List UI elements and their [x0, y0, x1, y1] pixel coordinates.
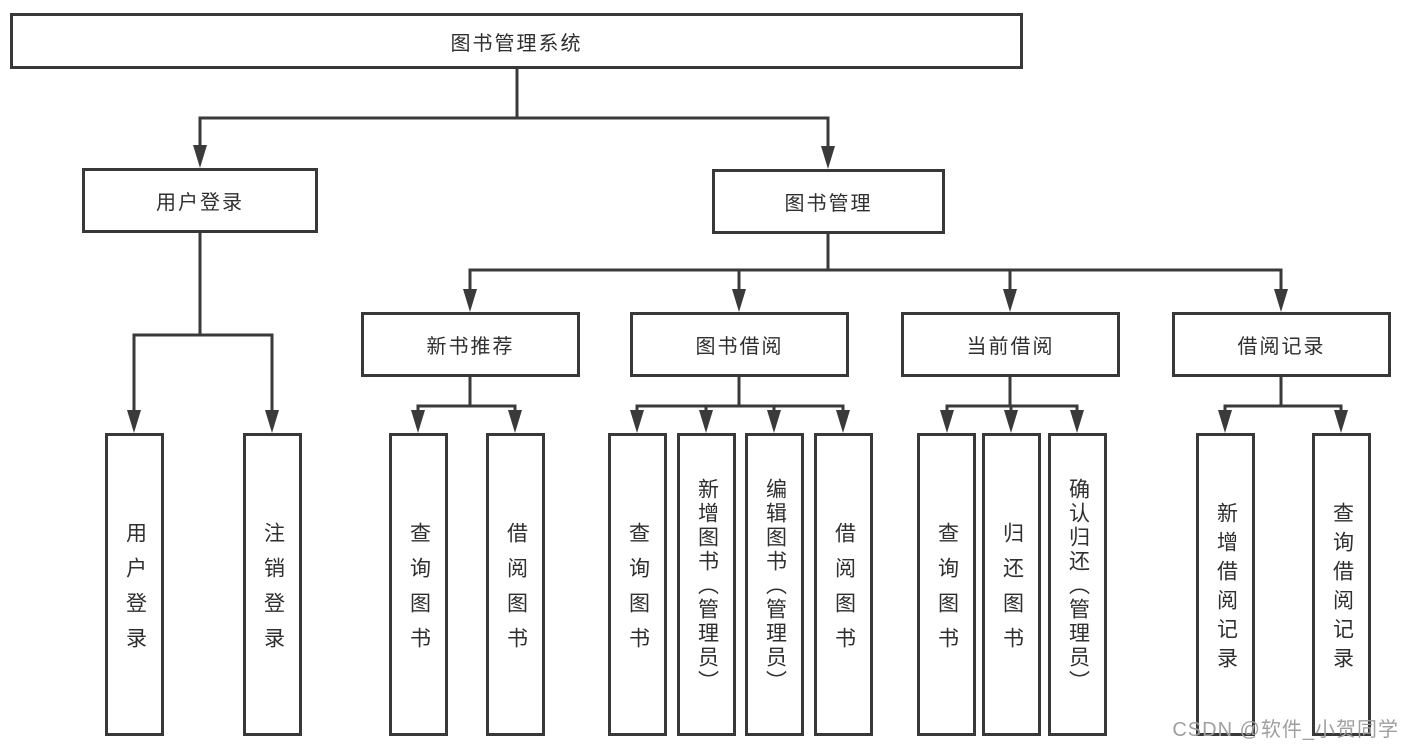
csdn-watermark: CSDN @软件_小贺同学 [1172, 719, 1399, 741]
leaf-current-confirm-return-admin: 确认归还（管理员） [1048, 433, 1107, 736]
leaf-label: 确认归还（管理员） [1066, 478, 1090, 694]
leaf-current-query-book: 查询图书 [917, 433, 976, 736]
leaf-recommend-borrow-book: 借阅图书 [486, 433, 545, 736]
leaf-label: 注销登录 [261, 521, 285, 662]
leaf-label: 查询图书 [407, 521, 431, 662]
leaf-borrowing-edit-book-admin: 编辑图书（管理员） [745, 433, 804, 736]
leaf-records-query-record: 查询借阅记录 [1312, 433, 1371, 736]
node-label: 当前借阅 [966, 336, 1055, 358]
node-library-management-system: 图书管理系统 [10, 13, 1023, 69]
leaf-recommend-query-book: 查询图书 [389, 433, 448, 736]
node-user-login: 用户登录 [82, 168, 318, 233]
leaf-label: 查询图书 [626, 521, 650, 662]
leaf-label: 查询图书 [935, 521, 959, 662]
node-label: 图书管理 [784, 193, 873, 215]
node-new-book-recommendation: 新书推荐 [361, 312, 580, 377]
leaf-label: 借阅图书 [832, 521, 856, 662]
leaf-user-login: 用户登录 [105, 433, 164, 736]
leaf-label: 新增借阅记录 [1214, 501, 1238, 676]
node-borrowing-records: 借阅记录 [1172, 312, 1391, 377]
leaf-label: 新增图书（管理员） [695, 478, 719, 694]
node-label: 新书推荐 [426, 336, 515, 358]
node-label: 用户登录 [156, 192, 244, 214]
leaf-logout: 注销登录 [243, 433, 302, 736]
node-book-borrowing: 图书借阅 [630, 312, 849, 377]
leaf-records-add-record: 新增借阅记录 [1196, 433, 1255, 736]
node-current-borrowing: 当前借阅 [901, 312, 1120, 377]
node-label: 图书管理系统 [450, 32, 583, 55]
node-label: 图书借阅 [695, 336, 784, 358]
node-book-management: 图书管理 [712, 169, 945, 234]
leaf-label: 归还图书 [1000, 521, 1024, 662]
leaf-label: 查询借阅记录 [1330, 501, 1354, 676]
leaf-label: 用户登录 [123, 521, 147, 662]
leaf-borrowing-borrow-book: 借阅图书 [814, 433, 873, 736]
leaf-label: 编辑图书（管理员） [763, 478, 787, 694]
node-label: 借阅记录 [1237, 336, 1326, 358]
leaf-borrowing-add-book-admin: 新增图书（管理员） [677, 433, 736, 736]
leaf-label: 借阅图书 [504, 521, 528, 662]
leaf-borrowing-query-book: 查询图书 [608, 433, 667, 736]
leaf-current-return-book: 归还图书 [982, 433, 1041, 736]
